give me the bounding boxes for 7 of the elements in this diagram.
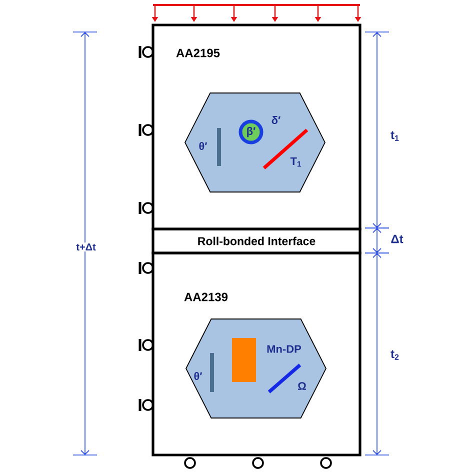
dimension-label: Δt	[391, 234, 404, 244]
hexagonal-grain: θ′ β′ δ′ T$_{1}$	[184, 92, 326, 192]
dimension-label: t+Δt	[75, 242, 97, 252]
hexagonal-grain: θ′ Mn-DP Ω	[186, 318, 326, 418]
dimension-label: t$_{2}$	[390, 350, 399, 360]
dimension-label: t$_{1}$	[390, 131, 399, 141]
interface-band: Roll-bonded Interface	[152, 228, 362, 254]
